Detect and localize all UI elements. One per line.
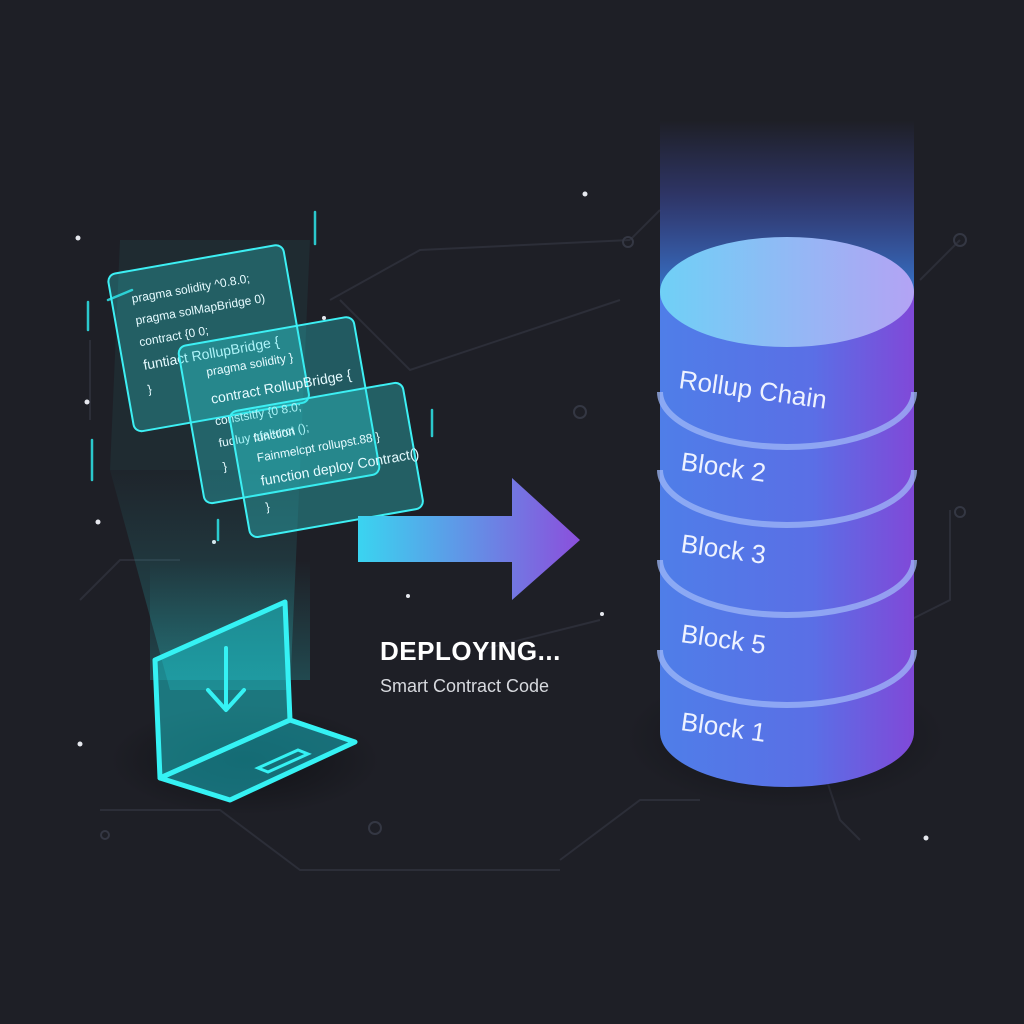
code-line: } xyxy=(146,382,152,396)
trackpad xyxy=(254,748,312,774)
database-icon xyxy=(657,120,917,787)
code-panel-1: pragma solidity ^0.8.0; pragma solMapBri… xyxy=(107,244,310,433)
arrow-right-icon xyxy=(358,478,580,600)
circuit-nodes xyxy=(100,233,967,840)
code-panel-3: function Fainmelcpt rollupst.88 } functi… xyxy=(228,381,424,539)
stars xyxy=(75,191,929,841)
code-line: } xyxy=(264,500,270,514)
status-subtitle: Smart Contract Code xyxy=(380,676,550,696)
status-title: DEPLOYING... xyxy=(380,636,561,666)
arrow-down-icon xyxy=(206,646,246,712)
code-panel-2: pragma solidity } contract RollupBridge … xyxy=(177,316,381,505)
code-line: } xyxy=(222,459,228,473)
laptop-icon xyxy=(150,560,358,803)
